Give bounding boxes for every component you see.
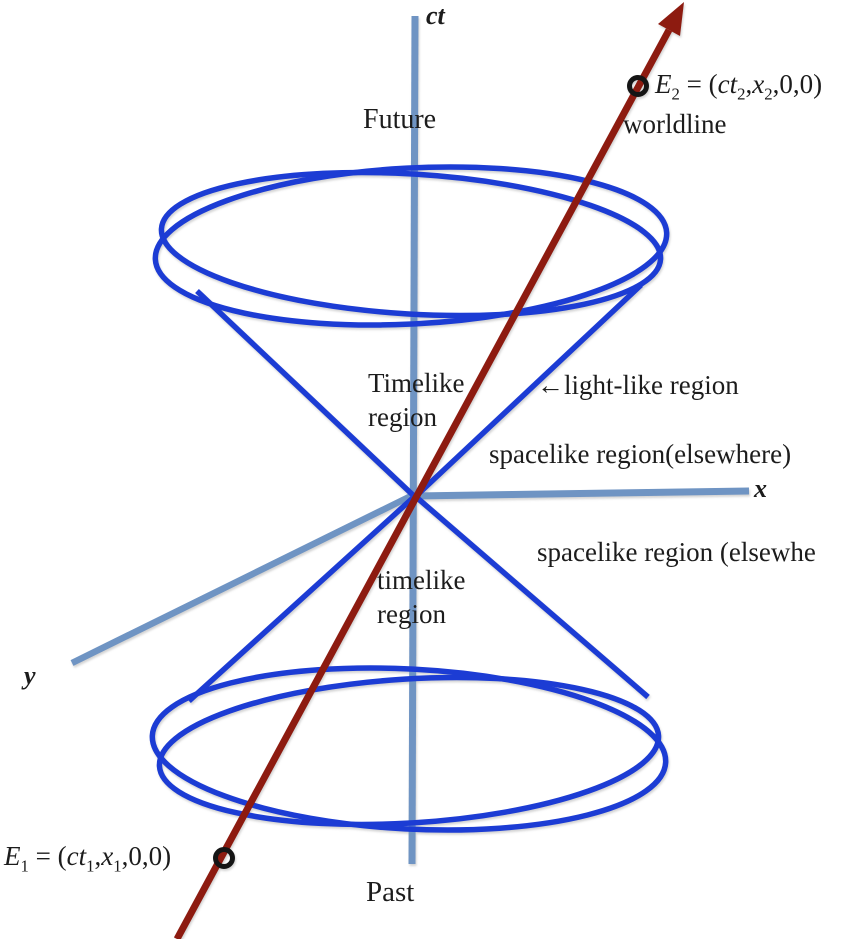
worldline-label: worldline xyxy=(623,109,727,139)
spacelike-region-upper-label: spacelike region(elsewhere) xyxy=(489,439,792,469)
y-axis xyxy=(70,492,415,666)
e1-x-var: x xyxy=(101,841,114,871)
worldline-arrowhead-icon xyxy=(658,2,684,36)
timelike-lower-line2: region xyxy=(377,599,446,629)
lightlike-region-label: ←light-like region xyxy=(537,368,739,402)
timelike-upper-line1: Timelike xyxy=(368,368,465,398)
timelike-region-upper-label: Timelike region xyxy=(368,366,465,434)
left-arrow-icon: ← xyxy=(537,370,564,400)
e1-symbol-sub: 1 xyxy=(20,856,29,876)
e2-symbol: E xyxy=(655,69,672,99)
e1-ct-sub: 1 xyxy=(86,856,95,876)
e1-x-sub: 1 xyxy=(113,856,122,876)
e2-symbol-sub: 2 xyxy=(671,84,680,104)
future-label: Future xyxy=(363,104,437,135)
timelike-lower-line1: timelike xyxy=(377,565,466,595)
event-e2-marker-icon xyxy=(627,75,649,97)
ct-axis xyxy=(408,15,419,865)
e2-equals: = ( xyxy=(679,69,718,99)
lower-cone-left-edge xyxy=(187,493,417,704)
e2-ct-var: ct xyxy=(717,69,738,99)
lower-cone-right-edge xyxy=(413,493,650,700)
e2-ct-sub: 2 xyxy=(737,84,746,104)
e1-ct-var: ct xyxy=(66,841,87,871)
upper-cone-right-edge xyxy=(413,282,643,500)
e2-x-var: x xyxy=(752,69,765,99)
timelike-upper-line2: region xyxy=(368,402,437,432)
e1-comma: , xyxy=(94,841,102,871)
e2-tail: ,0,0) xyxy=(772,69,823,99)
event-e1-marker-icon xyxy=(213,847,235,869)
past-label: Past xyxy=(366,876,415,908)
event-e1-label: E1 = (ct1,x1,0,0) xyxy=(4,841,172,876)
e1-tail: ,0,0) xyxy=(121,841,172,871)
e1-symbol: E xyxy=(4,841,21,871)
lightlike-region-text: light-like region xyxy=(564,370,739,400)
upper-cone-rim-ellipse-outer xyxy=(152,164,670,328)
worldline-line xyxy=(173,28,673,939)
x-axis xyxy=(413,487,750,500)
lower-cone-rim-ellipse-outer xyxy=(149,665,669,833)
event-e2-label: E2 = (ct2,x2,0,0) xyxy=(655,69,823,104)
ct-axis-label: ct xyxy=(426,1,445,30)
lower-cone-rim-ellipse-inner xyxy=(156,674,662,828)
y-axis-label: y xyxy=(24,661,36,690)
e2-comma: , xyxy=(745,69,753,99)
spacelike-region-lower-label: spacelike region (elsewhe xyxy=(537,537,816,567)
x-axis-label: x xyxy=(754,474,767,503)
e2-x-sub: 2 xyxy=(764,84,773,104)
e1-equals: = ( xyxy=(28,841,67,871)
upper-cone-left-edge xyxy=(195,289,417,499)
timelike-region-lower-label: timelike region xyxy=(377,563,465,631)
upper-cone-rim-ellipse-inner xyxy=(158,169,664,319)
